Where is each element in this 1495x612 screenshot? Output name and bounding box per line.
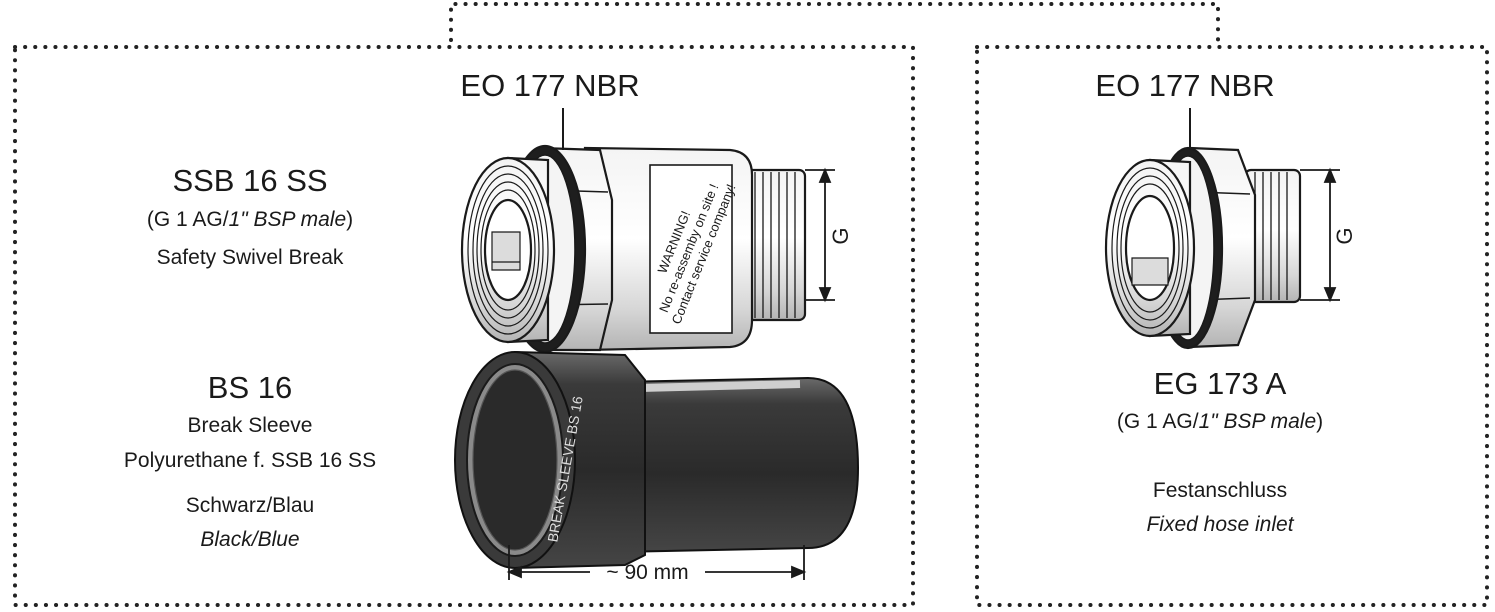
bs-title: BS 16 [207,370,293,405]
bs-color-en-2: Blue [257,528,300,551]
bs-line-2: Polyurethane f. SSB 16 SS [123,449,377,472]
break-sleeve-drawing [454,350,860,570]
eg173-g-dimension [1300,167,1340,303]
ssb-description: Safety Swivel Break [156,246,344,269]
ssb-title: SSB 16 SS [172,163,328,198]
bs-color-de-1: Schwarz [185,494,267,517]
eg173-title: EG 173 A [1153,366,1287,401]
ssb-fitting-drawing [460,144,807,354]
bs-color-de-2: Blau [272,494,315,517]
length-dimension [506,545,807,580]
ssb-seal-label: EO 177 NBR [460,68,640,103]
bs-line-1: Break Sleeve [187,414,313,437]
eg173-thread-spec: (G 1 AG/1" BSP male) [1116,410,1324,433]
connector-frame [449,2,1220,42]
eg173-thread-prefix: G 1 AG [1123,410,1193,433]
ssb-g-dimension [805,167,835,303]
bs-color-en: Black/Blue [200,528,300,551]
right-panel-frame [975,45,1489,607]
eg173-desc-en: Fixed hose inlet [1146,513,1294,536]
ssb-thread-imperial: 1" BSP male [228,208,347,231]
eg173-thread-imperial: 1" BSP male [1198,410,1317,433]
ssb-g-label: G [828,227,853,244]
ssb-thread-prefix: G 1 AG [153,208,223,231]
bs-color-de: Schwarz/Blau [185,494,315,517]
ssb-thread-spec: (G 1 AG/1" BSP male) [146,208,354,231]
eg173-g-label: G [1332,227,1357,244]
eg173-fitting-drawing [1104,146,1302,350]
eg173-seal-label: EO 177 NBR [1095,68,1275,103]
length-dimension-label: ~ 90 mm [606,561,689,584]
eg173-desc-de: Festanschluss [1152,479,1288,502]
bs-color-en-1: Black [200,528,252,551]
